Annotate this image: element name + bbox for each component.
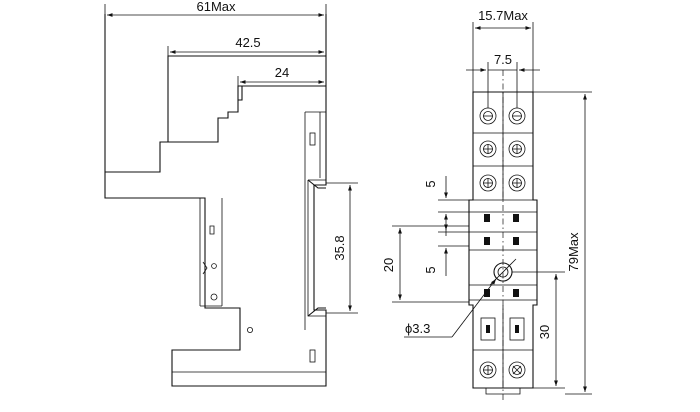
dim-label-phi-3-3: ϕ3.3 (405, 321, 430, 336)
dim-label-42-5: 42.5 (235, 35, 260, 50)
side-view-rivet-2 (210, 293, 218, 301)
dim-label-35-8: 35.8 (332, 235, 347, 260)
side-view: 61Max 42.5 24 35.8 (104, 0, 358, 387)
dim-label-5-lower: 5 (423, 266, 438, 273)
side-view-tab-lower (309, 349, 316, 363)
dim-label-24: 24 (275, 65, 289, 80)
dim-label-15-7max: 15.7Max (478, 8, 528, 23)
dim-label-20: 20 (381, 258, 396, 272)
dim-label-79max: 79Max (566, 232, 581, 272)
side-view-steps (105, 55, 326, 173)
front-view: 15.7Max 7.5 5 5 20 ϕ3.3 30 (381, 8, 592, 400)
dim-label-61max: 61Max (196, 0, 236, 14)
side-view-rivet-3 (246, 326, 253, 333)
side-view-spring-plate (199, 198, 223, 307)
dim-label-7-5: 7.5 (494, 52, 512, 67)
side-view-din-clip (307, 179, 326, 317)
side-view-tab-upper (309, 132, 316, 146)
terminal-screws-lower (479, 317, 526, 379)
dim-leader-phi-3-3 (451, 278, 497, 338)
side-view-profile (104, 14, 327, 387)
dim-label-30: 30 (537, 325, 552, 339)
terminal-screws-upper (479, 107, 526, 192)
contact-slots (484, 214, 519, 297)
side-view-body-lines (172, 111, 326, 373)
side-view-rivet-1 (211, 263, 217, 269)
dim-label-5-upper: 5 (423, 180, 438, 187)
